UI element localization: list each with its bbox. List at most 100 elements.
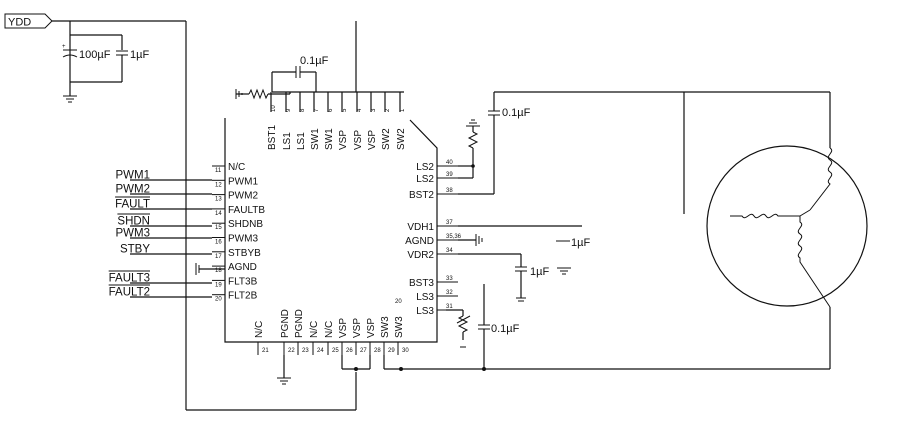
left-pin-name: PWM2 (228, 191, 258, 202)
bulk-cap-label: 100µF (79, 49, 111, 61)
top-pin-number: 5 (342, 108, 348, 112)
right-pin-group: 40LS239LS238BST237VDH135,36AGND34VDR233B… (405, 160, 462, 317)
bottom-pin-name: VSP (338, 318, 349, 338)
ground-icon (63, 95, 77, 103)
vdr2-capacitor (458, 253, 527, 302)
vdd-net-label: YDD (8, 17, 31, 29)
ls2-resistor (458, 119, 480, 179)
left-pin-number: 19 (215, 282, 222, 288)
signal-label: STBY (120, 244, 150, 256)
top-pin-number: 9 (286, 108, 292, 112)
bst3-cap-label: 0.1µF (491, 323, 520, 335)
ic-center-pin-number: 20 (395, 299, 402, 305)
top-pin-number: 8 (300, 108, 306, 112)
agnd-ground-icon (458, 234, 483, 246)
right-pin-name: LS3 (416, 306, 434, 317)
pgnd-ground-icon (277, 355, 291, 385)
right-pin-number: 39 (446, 172, 453, 178)
bottom-pin-number: 21 (262, 348, 269, 354)
bottom-pin-name: PGND (294, 309, 305, 338)
left-pin-name: FLT3B (228, 276, 258, 287)
vdd-net-flag (4, 13, 53, 29)
vdr2-cap-label: 1µF (530, 266, 549, 278)
bottom-pin-group: 21N/C22PGND23PGND24N/C25N/C26VSP27VSP28V… (254, 309, 409, 355)
signal-label: PWM2 (116, 184, 151, 196)
right-pin-number: 37 (446, 220, 453, 226)
right-pin-number: 33 (446, 276, 453, 282)
ic-body (224, 118, 438, 343)
top-pin-number: 4 (357, 108, 363, 112)
top-pin-name: LS1 (282, 132, 293, 150)
right-pin-name: LS2 (416, 162, 434, 173)
vdh-cap-label: 1µF (571, 237, 590, 249)
signal-label: PWM1 (116, 170, 151, 182)
left-pin-name: STBYB (228, 248, 261, 259)
top-pin-name: SW1 (324, 128, 335, 150)
top-pin-name: VSP (338, 130, 349, 150)
left-agnd-ground-icon (195, 263, 225, 275)
bottom-pin-name: N/C (324, 321, 335, 338)
bottom-pin-name: SW3 (394, 316, 405, 338)
bottom-pin-name: N/C (254, 321, 265, 338)
top-pin-name: SW2 (381, 128, 392, 150)
top-pin-number: 1 (400, 108, 406, 112)
bottom-pin-number: 29 (388, 348, 395, 354)
top-pin-name: SW2 (396, 128, 407, 150)
vsp-loop (185, 21, 357, 411)
signal-label: SHDN (117, 216, 150, 228)
bottom-pin-name: VSP (366, 318, 377, 338)
bst1-cap-label: 0.1µF (300, 55, 329, 67)
left-pin-name: SHDNB (228, 219, 263, 230)
left-pin-name: N/C (228, 162, 245, 173)
svg-text:+: + (62, 44, 66, 50)
ls3-resistor (446, 309, 471, 348)
bottom-pin-name: SW3 (380, 316, 391, 338)
right-pin-name: VDR2 (407, 250, 434, 261)
top-pin-name: LS1 (296, 132, 307, 150)
bottom-pin-number: 30 (402, 348, 409, 354)
left-pin-number: 14 (215, 211, 222, 217)
signal-label: FAULT (115, 199, 150, 211)
top-pin-number: 3 (371, 108, 377, 112)
bottom-pin-name: VSP (352, 318, 363, 338)
right-pin-number: 34 (446, 248, 453, 254)
bottom-pin-number: 26 (346, 348, 353, 354)
left-pin-number: 18 (215, 268, 222, 274)
right-pin-number: 40 (446, 160, 453, 166)
right-pin-number: 31 (446, 304, 453, 310)
vdd-supply: YDD + 100µF 1µF (4, 13, 186, 103)
left-pin-name: PWM3 (228, 234, 258, 245)
top-pin-group: 10BST19LS18LS17SW16SW15VSP4VSP3VSP2SW21S… (267, 92, 407, 150)
left-pin-number: 17 (215, 254, 222, 260)
left-pin-name: FLT2B (228, 291, 258, 302)
bottom-pin-name: PGND (280, 309, 291, 338)
left-pin-name: AGND (228, 262, 257, 273)
bottom-pin-number: 22 (288, 348, 295, 354)
signal-label: FAULT2 (109, 287, 150, 299)
signal-label: PWM3 (116, 228, 151, 240)
bulk-capacitor: + (62, 44, 78, 58)
top-pin-name: VSP (367, 130, 378, 150)
bst2-capacitor (458, 92, 500, 195)
left-pin-number: 20 (215, 297, 222, 303)
bypass-cap-label: 1µF (130, 49, 149, 61)
left-pin-name: PWM1 (228, 176, 258, 187)
left-pin-number: 13 (215, 197, 222, 203)
bottom-pin-number: 25 (332, 348, 339, 354)
bottom-pin-number: 24 (317, 348, 324, 354)
bottom-pin-number: 27 (360, 348, 367, 354)
right-pin-number: 38 (446, 188, 453, 194)
ls1-resistor (235, 88, 290, 100)
right-pin-name: LS2 (416, 174, 434, 185)
left-pin-name: FAULTB (228, 205, 265, 216)
left-pin-number: 11 (215, 168, 222, 174)
top-pin-name: SW1 (310, 128, 321, 150)
bypass-capacitor (116, 50, 128, 82)
bottom-pin-number: 28 (374, 348, 381, 354)
right-pin-name: BST2 (409, 190, 434, 201)
right-pin-name: BST3 (409, 278, 434, 289)
bst2-cap-label: 0.1µF (502, 107, 531, 119)
right-pin-name: LS3 (416, 292, 434, 303)
